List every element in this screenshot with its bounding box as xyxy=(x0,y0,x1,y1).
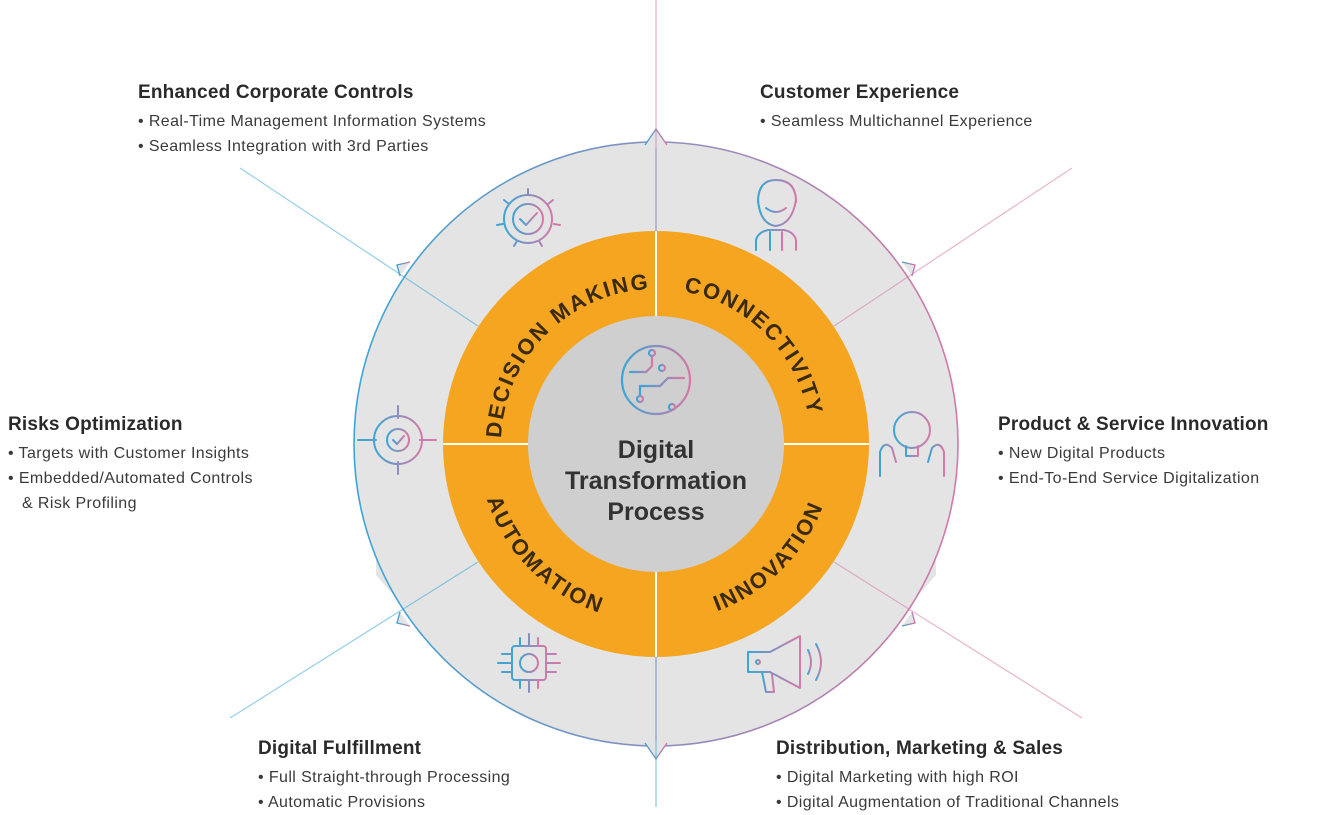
gear-check-icon xyxy=(496,188,561,247)
radiating-lines xyxy=(229,0,1083,807)
bullet-item: • Seamless Multichannel Experience xyxy=(760,113,1033,130)
bullet-item: & Risk Profiling xyxy=(22,495,137,512)
block-title: Digital Fulfillment xyxy=(258,738,422,759)
megaphone-icon xyxy=(747,635,822,693)
bullet-item: • Automatic Provisions xyxy=(258,794,426,811)
orange-ring-dividers xyxy=(443,231,869,657)
block-title: Customer Experience xyxy=(760,82,960,103)
ring-spikes xyxy=(396,127,916,761)
center-line-3: Process xyxy=(607,498,704,526)
bullet-item: • Targets with Customer Insights xyxy=(8,445,250,462)
chip-gear-icon xyxy=(497,633,561,693)
bullet-item: • Digital Marketing with high ROI xyxy=(776,769,1019,786)
user-avatar-icon xyxy=(755,179,797,251)
block-title: Risks Optimization xyxy=(8,414,183,435)
block-enhanced-corporate-controls: Enhanced Corporate Controls • Real-Time … xyxy=(138,82,486,159)
bullet-item: • Embedded/Automated Controls xyxy=(8,470,253,487)
bullet-item: • Seamless Integration with 3rd Parties xyxy=(138,138,429,155)
block-digital-fulfillment: Digital Fulfillment • Full Straight-thro… xyxy=(258,738,510,815)
block-title: Distribution, Marketing & Sales xyxy=(776,738,1064,759)
center-line-2: Transformation xyxy=(565,467,747,495)
block-distribution-marketing-sales: Distribution, Marketing & Sales • Digita… xyxy=(776,738,1119,815)
inner-disc xyxy=(528,316,784,572)
circuit-icon xyxy=(620,344,692,416)
lightbulb-hands-icon xyxy=(879,411,945,477)
block-risks-optimization: Risks Optimization • Targets with Custom… xyxy=(8,414,253,516)
bullet-item: • End-To-End Service Digitalization xyxy=(998,470,1260,487)
bullet-item: • Full Straight-through Processing xyxy=(258,769,511,786)
block-title: Enhanced Corporate Controls xyxy=(138,82,414,103)
bullet-item: • New Digital Products xyxy=(998,445,1166,462)
block-customer-experience: Customer Experience • Seamless Multichan… xyxy=(760,82,1033,134)
block-product-service-innovation: Product & Service Innovation • New Digit… xyxy=(998,414,1269,491)
bullet-item: • Digital Augmentation of Traditional Ch… xyxy=(776,794,1120,811)
block-title: Product & Service Innovation xyxy=(998,414,1269,435)
target-gear-icon xyxy=(357,405,437,475)
bullet-item: • Real-Time Management Information Syste… xyxy=(138,113,487,130)
center-line-1: Digital xyxy=(618,436,694,464)
